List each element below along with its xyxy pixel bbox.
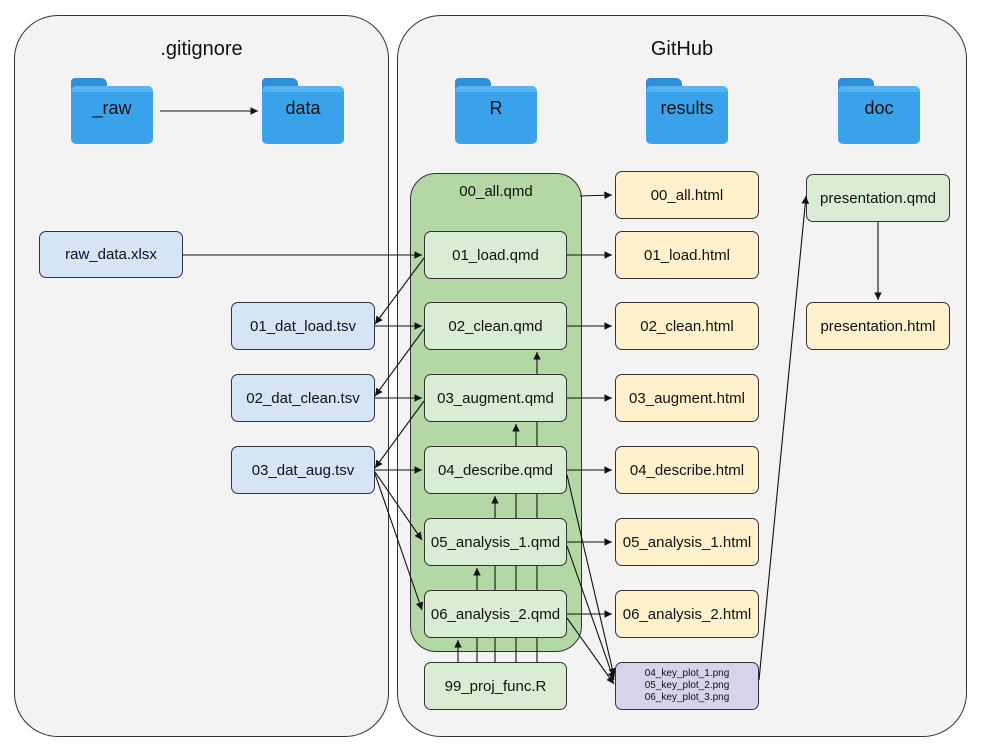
load-html-box: 01_load.html [615, 231, 759, 279]
proj-func-box: 99_proj_func.R [424, 662, 567, 710]
raw-folder-label: _raw [92, 98, 132, 118]
dat-clean-box: 02_dat_clean.tsv [231, 374, 375, 422]
all-html-box: 00_all.html [615, 171, 759, 219]
arrow-dataug-to-analysis1 [374, 471, 423, 541]
augment-html-box: 03_augment.html [615, 374, 759, 422]
r-folder-label: R [489, 98, 503, 118]
raw-folder-icon: _raw [71, 78, 153, 144]
arrow-describe-to-plots [566, 474, 616, 677]
describe-html-box: 04_describe.html [615, 446, 759, 494]
presentation-html-box: presentation.html [806, 302, 950, 350]
arrow-augment-to-dataug [374, 400, 425, 469]
clean-html-box: 02_clean.html [615, 302, 759, 350]
load-qmd-box: 01_load.qmd [424, 231, 567, 279]
analysis2-html-box: 06_analysis_2.html [615, 590, 759, 638]
doc-folder-label: doc [864, 98, 894, 118]
key-plot-2-label: 05_key_plot_2.png [644, 680, 730, 691]
data-folder-icon: data [262, 78, 344, 144]
key-plot-1-label: 04_key_plot_1.png [644, 668, 730, 679]
presentation-qmd-box: presentation.qmd [806, 174, 950, 222]
dat-aug-box: 03_dat_aug.tsv [231, 446, 375, 494]
doc-folder-icon: doc [838, 78, 920, 144]
data-folder-label: data [285, 98, 321, 118]
arrow-all-to-allhtml [579, 191, 613, 200]
analysis2-qmd-box: 06_analysis_2.qmd [424, 590, 567, 638]
arrow-clean-to-datclean [374, 328, 425, 397]
raw-data-box: raw_data.xlsx [39, 231, 183, 278]
gitignore-title: .gitignore [160, 38, 243, 60]
clean-qmd-box: 02_clean.qmd [424, 302, 567, 350]
all-qmd-label: 00_all.qmd [459, 183, 533, 200]
augment-qmd-box: 03_augment.qmd [424, 374, 567, 422]
analysis1-qmd-box: 05_analysis_1.qmd [424, 518, 567, 566]
arrow-plots-to-presentation [758, 195, 810, 681]
arrow-dataug-to-analysis2 [374, 473, 424, 611]
dat-load-box: 01_dat_load.tsv [231, 302, 375, 350]
github-title: GitHub [650, 38, 714, 60]
arrow-analysis2-to-plots [566, 617, 615, 685]
analysis1-html-box: 05_analysis_1.html [615, 518, 759, 566]
describe-qmd-box: 04_describe.qmd [424, 446, 567, 494]
arrow-analysis1-to-plots [566, 545, 616, 681]
key-plot-3-label: 06_key_plot_3.png [644, 692, 730, 703]
results-folder-label: results [660, 98, 714, 118]
results-folder-icon: results [646, 78, 728, 144]
r-folder-icon: R [455, 78, 537, 144]
arrow-load-to-datload [374, 257, 425, 325]
key-plots-box: 04_key_plot_1.png 05_key_plot_2.png 06_k… [615, 662, 759, 710]
